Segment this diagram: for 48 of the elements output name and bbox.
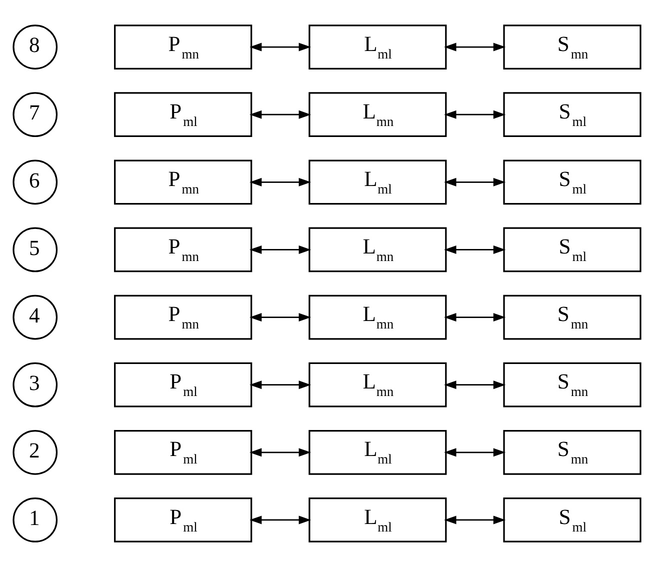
node-circle: 6 [12, 160, 58, 205]
node-box: L$_{mn}$ [308, 294, 447, 340]
node-box: P$_{mn}$ [114, 227, 252, 272]
arrow [250, 245, 311, 254]
node-circle: 7 [12, 92, 58, 138]
arrow [250, 380, 311, 390]
node-box: P$_{mn}$ [114, 160, 252, 205]
arrow [444, 313, 506, 322]
arrow [250, 448, 311, 457]
node-box: S$_{mn}$ [503, 24, 642, 70]
arrow [444, 516, 506, 524]
node-box: S$_{ml}$ [503, 227, 642, 272]
node-box: S$_{mn}$ [503, 362, 642, 408]
arrow [444, 448, 506, 457]
node-box: L$_{ml}$ [308, 160, 447, 205]
node-circle: 5 [12, 227, 58, 272]
node-box: P$_{ml}$ [114, 498, 252, 542]
node-circle: 2 [12, 430, 58, 475]
arrow [444, 178, 506, 186]
node-box: L$_{mn}$ [308, 227, 447, 272]
node-box: P$_{ml}$ [114, 430, 252, 475]
arrow [250, 178, 311, 186]
node-box: L$_{ml}$ [308, 498, 447, 542]
arrow [444, 245, 506, 254]
arrow [250, 110, 311, 119]
node-box: S$_{ml}$ [503, 92, 642, 138]
arrow [250, 42, 311, 52]
node-box: P$_{ml}$ [114, 362, 252, 408]
node-box: S$_{mn}$ [503, 294, 642, 340]
node-box: L$_{mn}$ [308, 362, 447, 408]
node-box: S$_{ml}$ [503, 498, 642, 542]
arrow [444, 110, 506, 119]
arrow [444, 380, 506, 390]
node-box: S$_{ml}$ [503, 160, 642, 205]
arrow [250, 516, 311, 524]
node-box: L$_{ml}$ [308, 24, 447, 70]
node-box: P$_{ml}$ [114, 92, 252, 138]
node-box: S$_{mn}$ [503, 430, 642, 475]
node-circle: 8 [12, 24, 58, 70]
node-circle: 4 [12, 294, 58, 340]
node-box: L$_{mn}$ [308, 92, 447, 138]
node-box: L$_{ml}$ [308, 430, 447, 475]
arrow [250, 313, 311, 322]
node-box: P$_{mn}$ [114, 294, 252, 340]
node-box: P$_{mn}$ [114, 24, 252, 70]
arrow [444, 42, 506, 52]
node-circle: 3 [12, 362, 58, 408]
node-circle: 1 [12, 498, 58, 542]
